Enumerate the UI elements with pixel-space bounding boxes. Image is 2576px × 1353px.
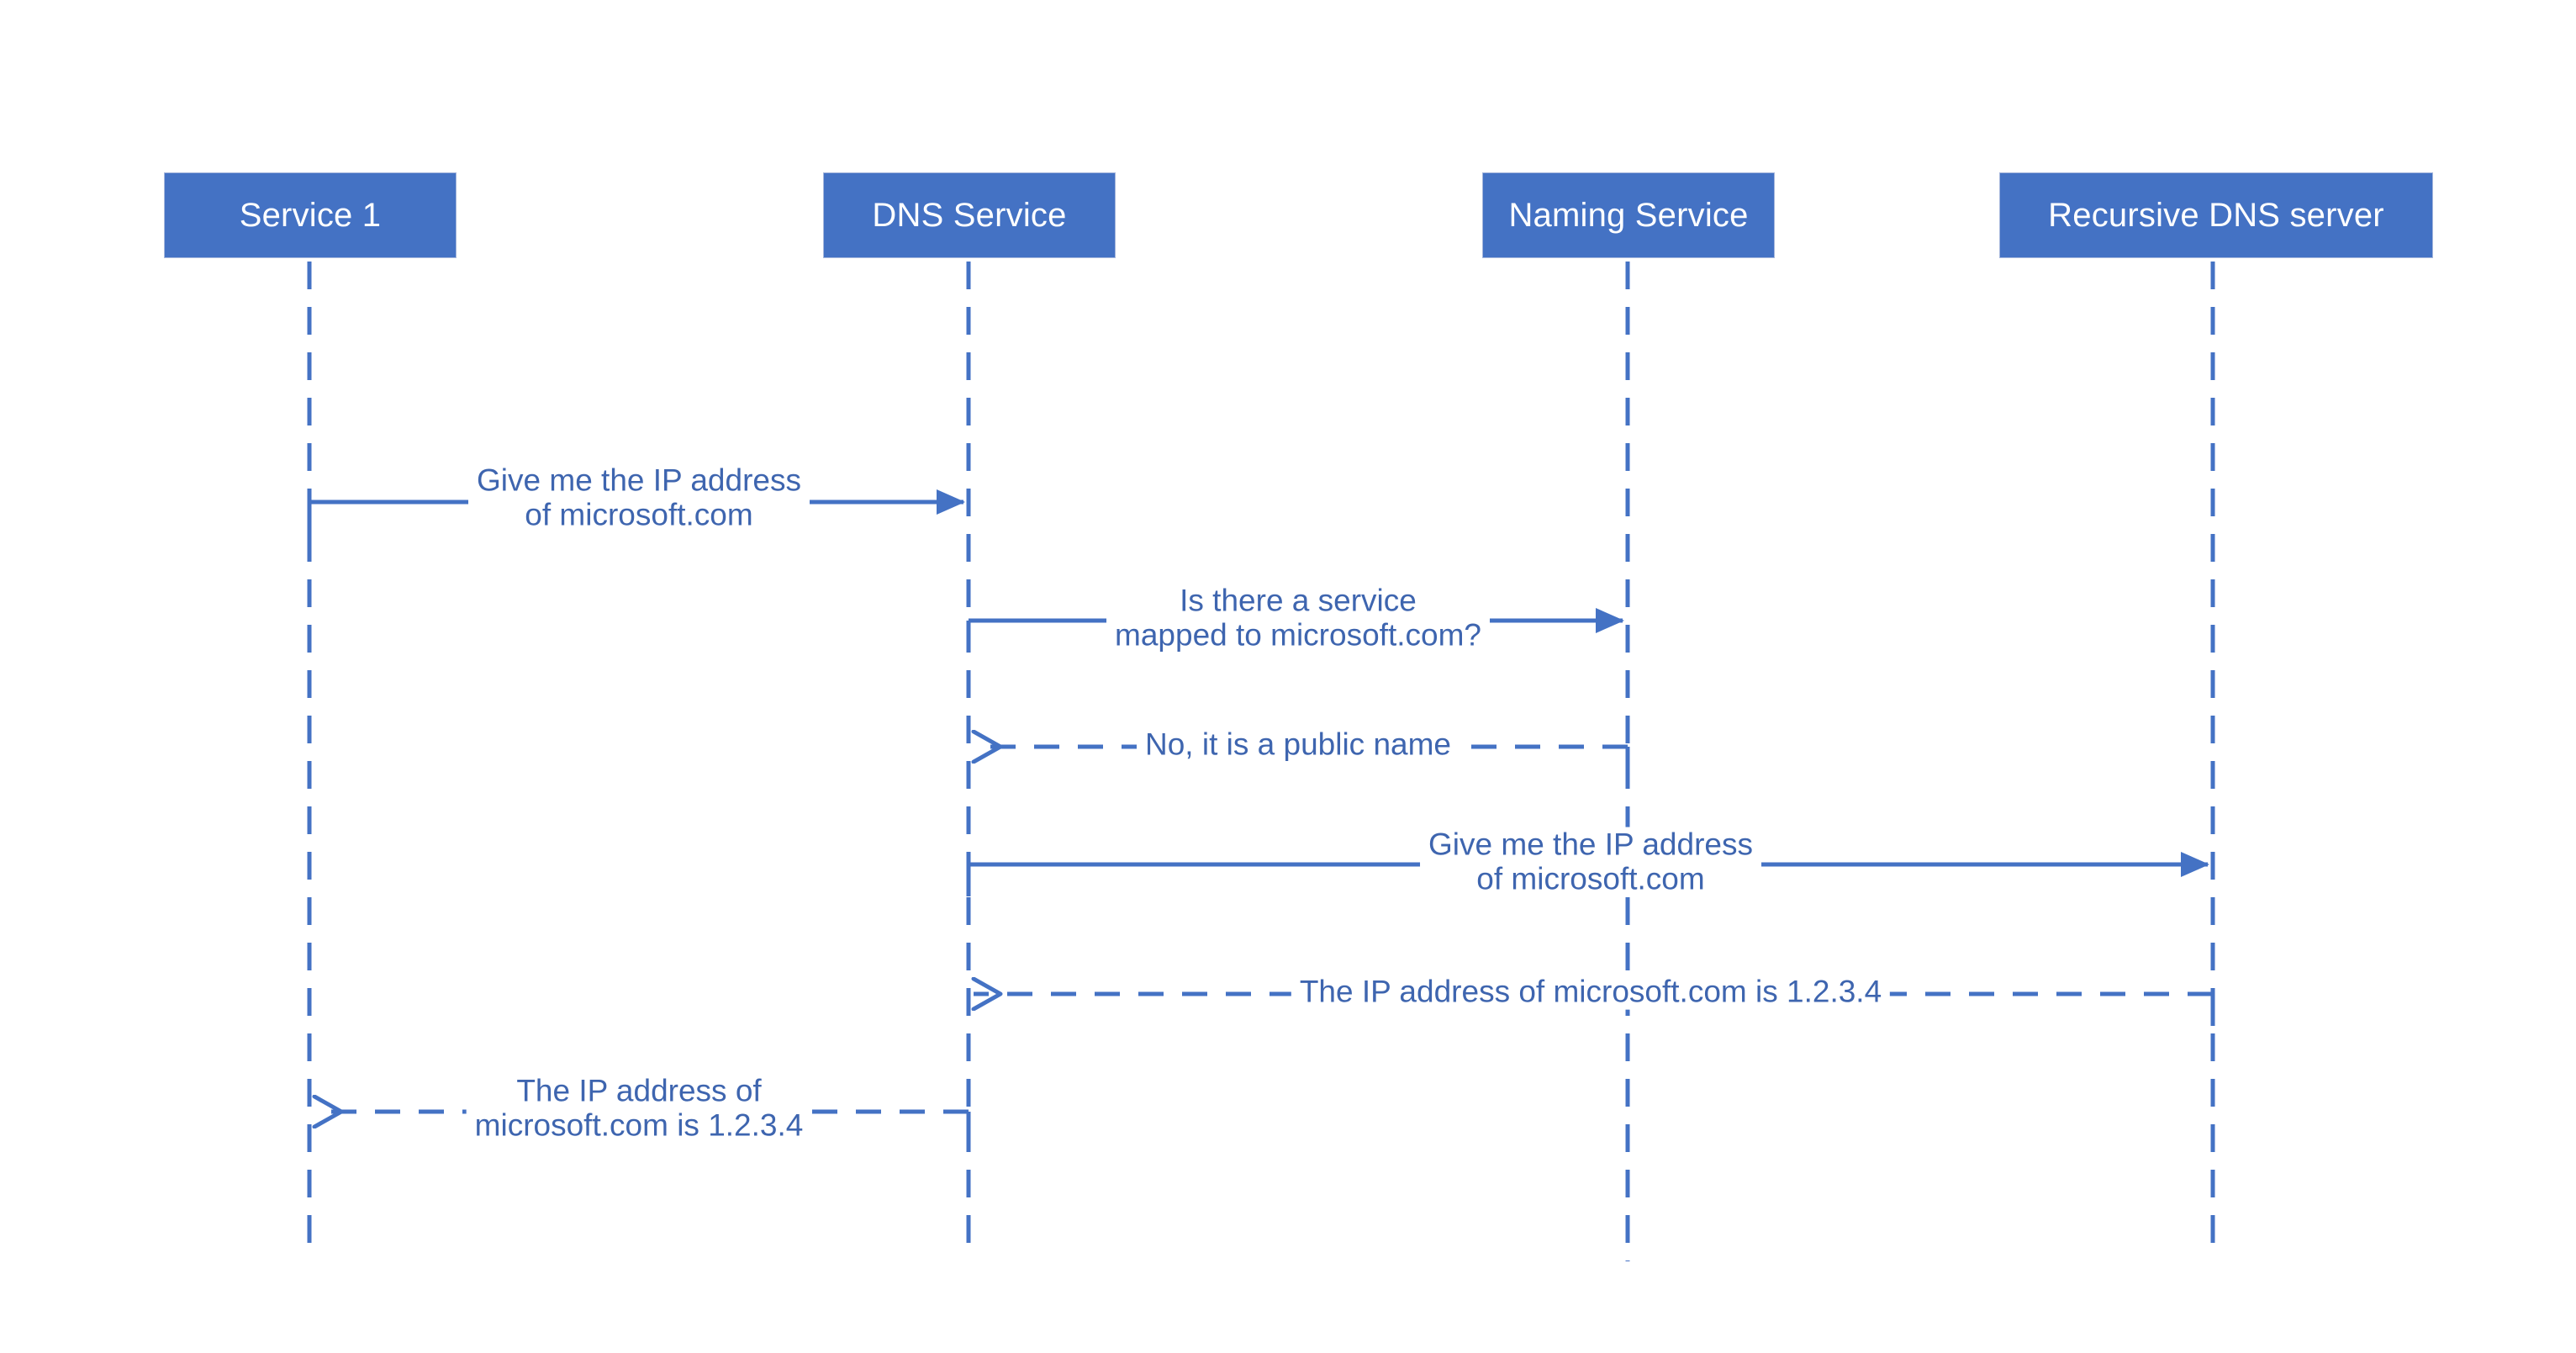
- participant-label: Recursive DNS server: [2048, 197, 2384, 234]
- participant-label: Naming Service: [1508, 197, 1749, 234]
- message-label-1: Give me the IP address of microsoft.com: [468, 462, 810, 533]
- message-label-6: The IP address of microsoft.com is 1.2.3…: [466, 1073, 812, 1144]
- participant-box-naming-service[interactable]: Naming Service: [1482, 172, 1775, 258]
- participant-box-dns-service[interactable]: DNS Service: [823, 172, 1116, 258]
- participant-label: Service 1: [239, 197, 382, 234]
- message-label-4: Give me the IP address of microsoft.com: [1420, 827, 1761, 897]
- message-label-5: The IP address of microsoft.com is 1.2.3…: [1291, 975, 1891, 1010]
- participant-box-service-1[interactable]: Service 1: [164, 172, 457, 258]
- participant-box-recursive-dns-server[interactable]: Recursive DNS server: [1999, 172, 2433, 258]
- participant-label: DNS Service: [872, 197, 1067, 234]
- message-label-2: Is there a service mapped to microsoft.c…: [1106, 583, 1490, 653]
- message-label-3: No, it is a public name: [1136, 727, 1460, 763]
